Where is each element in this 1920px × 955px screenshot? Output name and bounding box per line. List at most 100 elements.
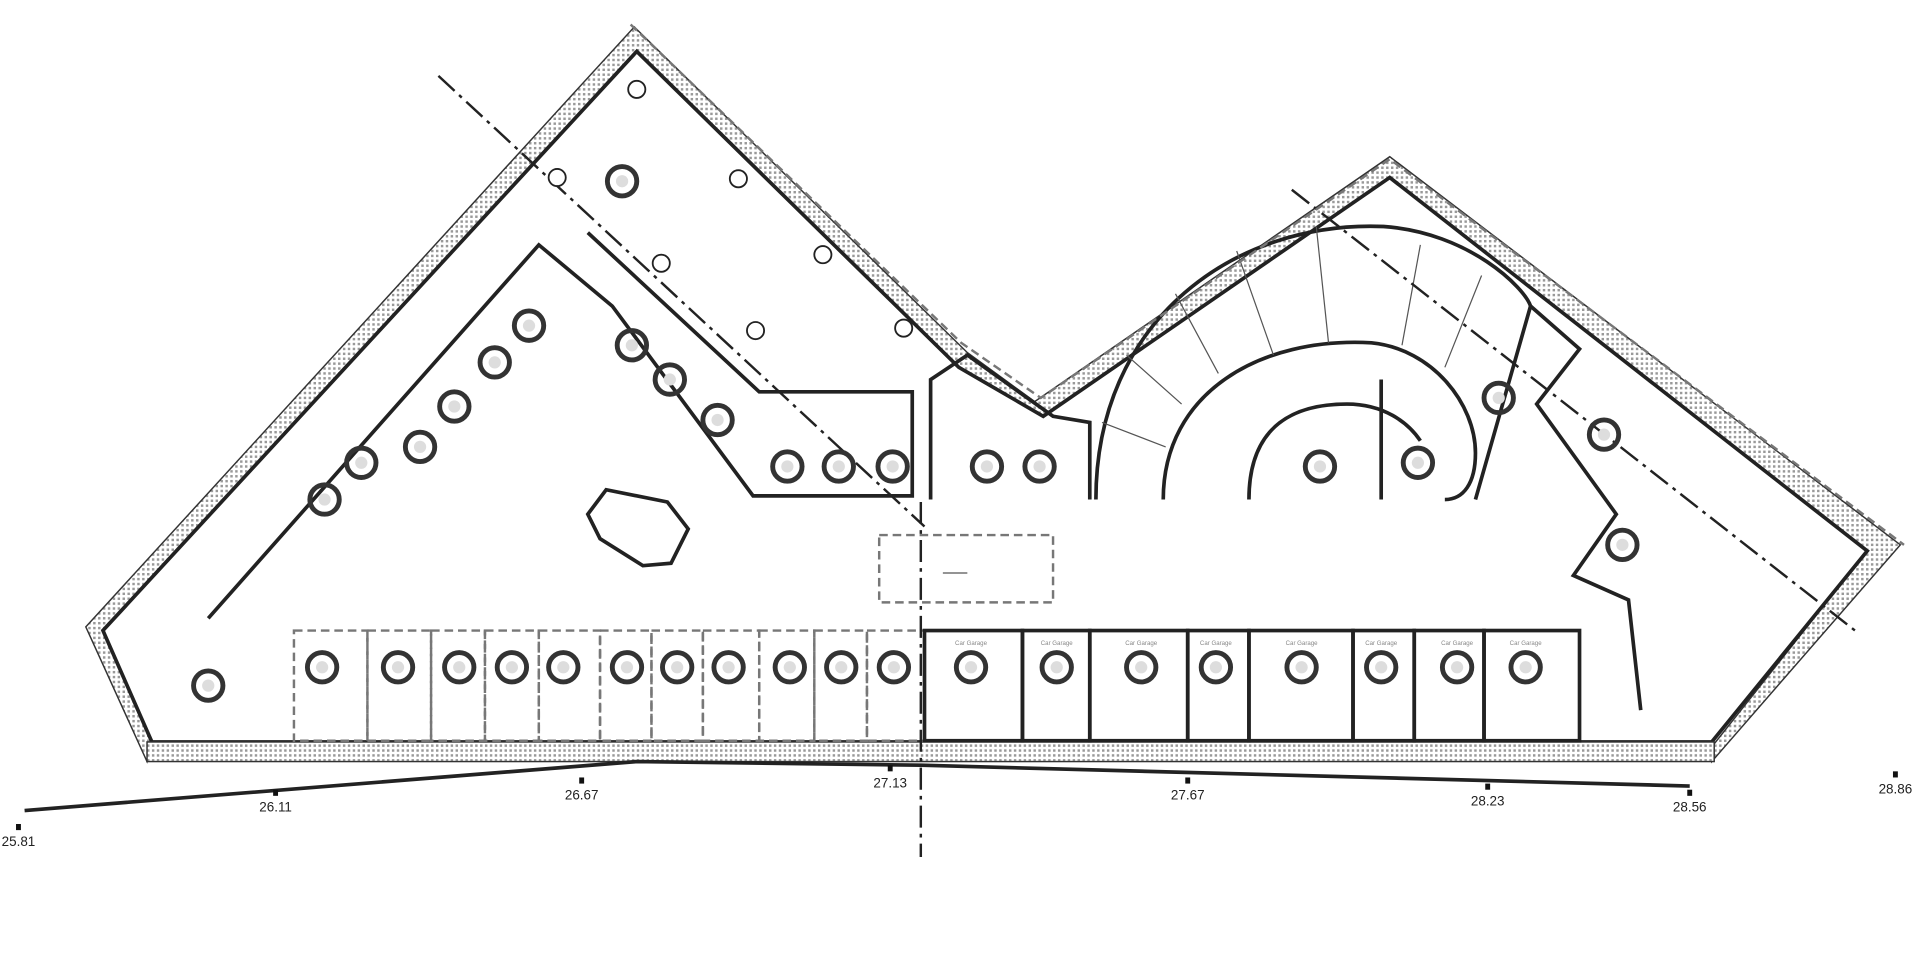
outer-wall-hatch — [84, 25, 1902, 764]
garage-label: Car Garage — [1510, 640, 1543, 647]
garage-bay — [650, 629, 705, 742]
car-symbol-icon — [402, 429, 438, 465]
car-symbol-icon — [1481, 380, 1516, 416]
elevation-label: 28.23 — [1471, 794, 1505, 809]
column — [728, 169, 748, 189]
elevation-marker: 26.67 — [565, 777, 599, 803]
car-symbol-icon — [344, 445, 379, 480]
car-symbol-icon — [652, 362, 687, 397]
elevation-label: 28.56 — [1673, 800, 1707, 815]
building-outline — [100, 48, 1870, 744]
car-symbol-icon — [1022, 449, 1057, 484]
column — [627, 79, 647, 99]
garage-label: Car Garage — [955, 640, 988, 647]
car-symbol-icon — [1400, 445, 1436, 480]
garage-bay — [1482, 628, 1582, 743]
car-symbol-icon — [1605, 527, 1640, 562]
car-symbol-icon — [1039, 650, 1074, 685]
bottom-wall — [146, 741, 1715, 763]
property-line — [629, 23, 1905, 546]
car-symbol-icon — [700, 402, 735, 438]
car-symbol-icon — [1508, 650, 1543, 685]
garage-label: Car Garage — [1365, 640, 1398, 647]
section-line-right — [1291, 188, 1856, 632]
car-symbol-icon — [824, 650, 859, 685]
inner-wall-left — [206, 231, 915, 620]
car-symbol-icon — [1364, 650, 1399, 685]
column — [813, 245, 833, 265]
inner-wall-right — [1473, 302, 1643, 711]
car-symbol-icon — [609, 650, 645, 685]
car-symbol-icon — [437, 389, 472, 424]
car-symbol-icon — [711, 650, 746, 685]
column — [746, 321, 766, 341]
car-symbol-icon — [876, 650, 912, 685]
car-symbol-icon — [1439, 650, 1475, 685]
car-symbol-icon — [304, 650, 340, 685]
car-symbol-icon — [953, 650, 989, 685]
elevation-marker: 28.56 — [1673, 789, 1707, 815]
car-symbol-icon — [1124, 650, 1159, 685]
elevation-marker: 27.67 — [1171, 777, 1205, 803]
column — [547, 168, 567, 188]
elevation-label: 25.81 — [2, 834, 36, 849]
inner-wall-center — [928, 352, 1092, 500]
garage-bay — [537, 629, 602, 742]
garage-row-bottom — [292, 628, 1582, 743]
car-symbol-icon — [969, 449, 1005, 484]
elevation-marker: 26.11 — [259, 789, 292, 815]
garage-bay — [483, 629, 541, 742]
car-symbol-icon — [380, 650, 416, 685]
car-symbol-icon — [546, 650, 581, 685]
elevation-marker: 28.86 — [1879, 771, 1913, 796]
elevation-markers: 25.81 26.11 26.67 27.13 27.67 28.23 28.56 28.86 — [2, 765, 1913, 849]
car-symbol-icon — [1198, 650, 1234, 685]
garage-labels: Car Garage Car Garage Car Garage Car Garage… — [955, 640, 1542, 647]
car-symbol-icon — [307, 482, 342, 517]
car-symbol-icon — [1284, 650, 1319, 685]
garage-label: Car Garage — [1200, 640, 1233, 647]
garage-label: Car Garage — [1041, 640, 1074, 647]
garage-bay — [813, 629, 869, 742]
garage-label: Car Garage — [1286, 640, 1319, 647]
garage-bay — [598, 629, 653, 742]
car-lift-symbol — [585, 487, 691, 568]
garage-bay — [865, 629, 926, 742]
elevation-label: 26.67 — [565, 788, 599, 803]
car-symbol-icon — [191, 668, 226, 703]
garage-bay — [701, 629, 761, 742]
column — [651, 253, 671, 273]
garage-bay — [429, 629, 487, 742]
car-symbol-icon — [875, 449, 910, 484]
elevation-label: 27.13 — [873, 775, 907, 790]
elevation-marker: 28.23 — [1471, 783, 1505, 809]
elevation-label: 26.11 — [259, 800, 292, 815]
garage-bay — [366, 629, 433, 742]
car-symbol-icon — [614, 328, 650, 363]
car-symbol-icon — [494, 650, 530, 685]
car-symbol-icon — [1586, 417, 1622, 452]
car-symbol-icon — [511, 308, 547, 343]
garage-bay — [292, 629, 369, 742]
car-symbol-icon — [772, 650, 807, 685]
column — [894, 318, 914, 338]
structural-columns — [547, 79, 914, 341]
garage-bay — [757, 629, 816, 742]
car-symbol-icon — [604, 164, 640, 199]
car-symbol-icon — [770, 449, 805, 484]
dashed-ramp-area — [877, 533, 1055, 604]
car-symbol-icon — [1302, 449, 1338, 484]
garage-label: Car Garage — [1441, 640, 1474, 647]
car-symbol-icon — [821, 449, 856, 484]
ground-profile-line — [24, 759, 1690, 813]
elevation-marker: 25.81 — [2, 823, 36, 849]
car-symbol-icon — [442, 650, 477, 685]
elevation-label: 27.67 — [1171, 788, 1205, 803]
car-symbol-icon — [477, 345, 512, 380]
elevation-label: 28.86 — [1879, 781, 1913, 796]
parking-spaces — [191, 164, 1640, 703]
spiral-ramp — [1094, 224, 1533, 502]
elevation-marker: 27.13 — [873, 765, 907, 790]
car-symbol-icon — [660, 650, 695, 685]
